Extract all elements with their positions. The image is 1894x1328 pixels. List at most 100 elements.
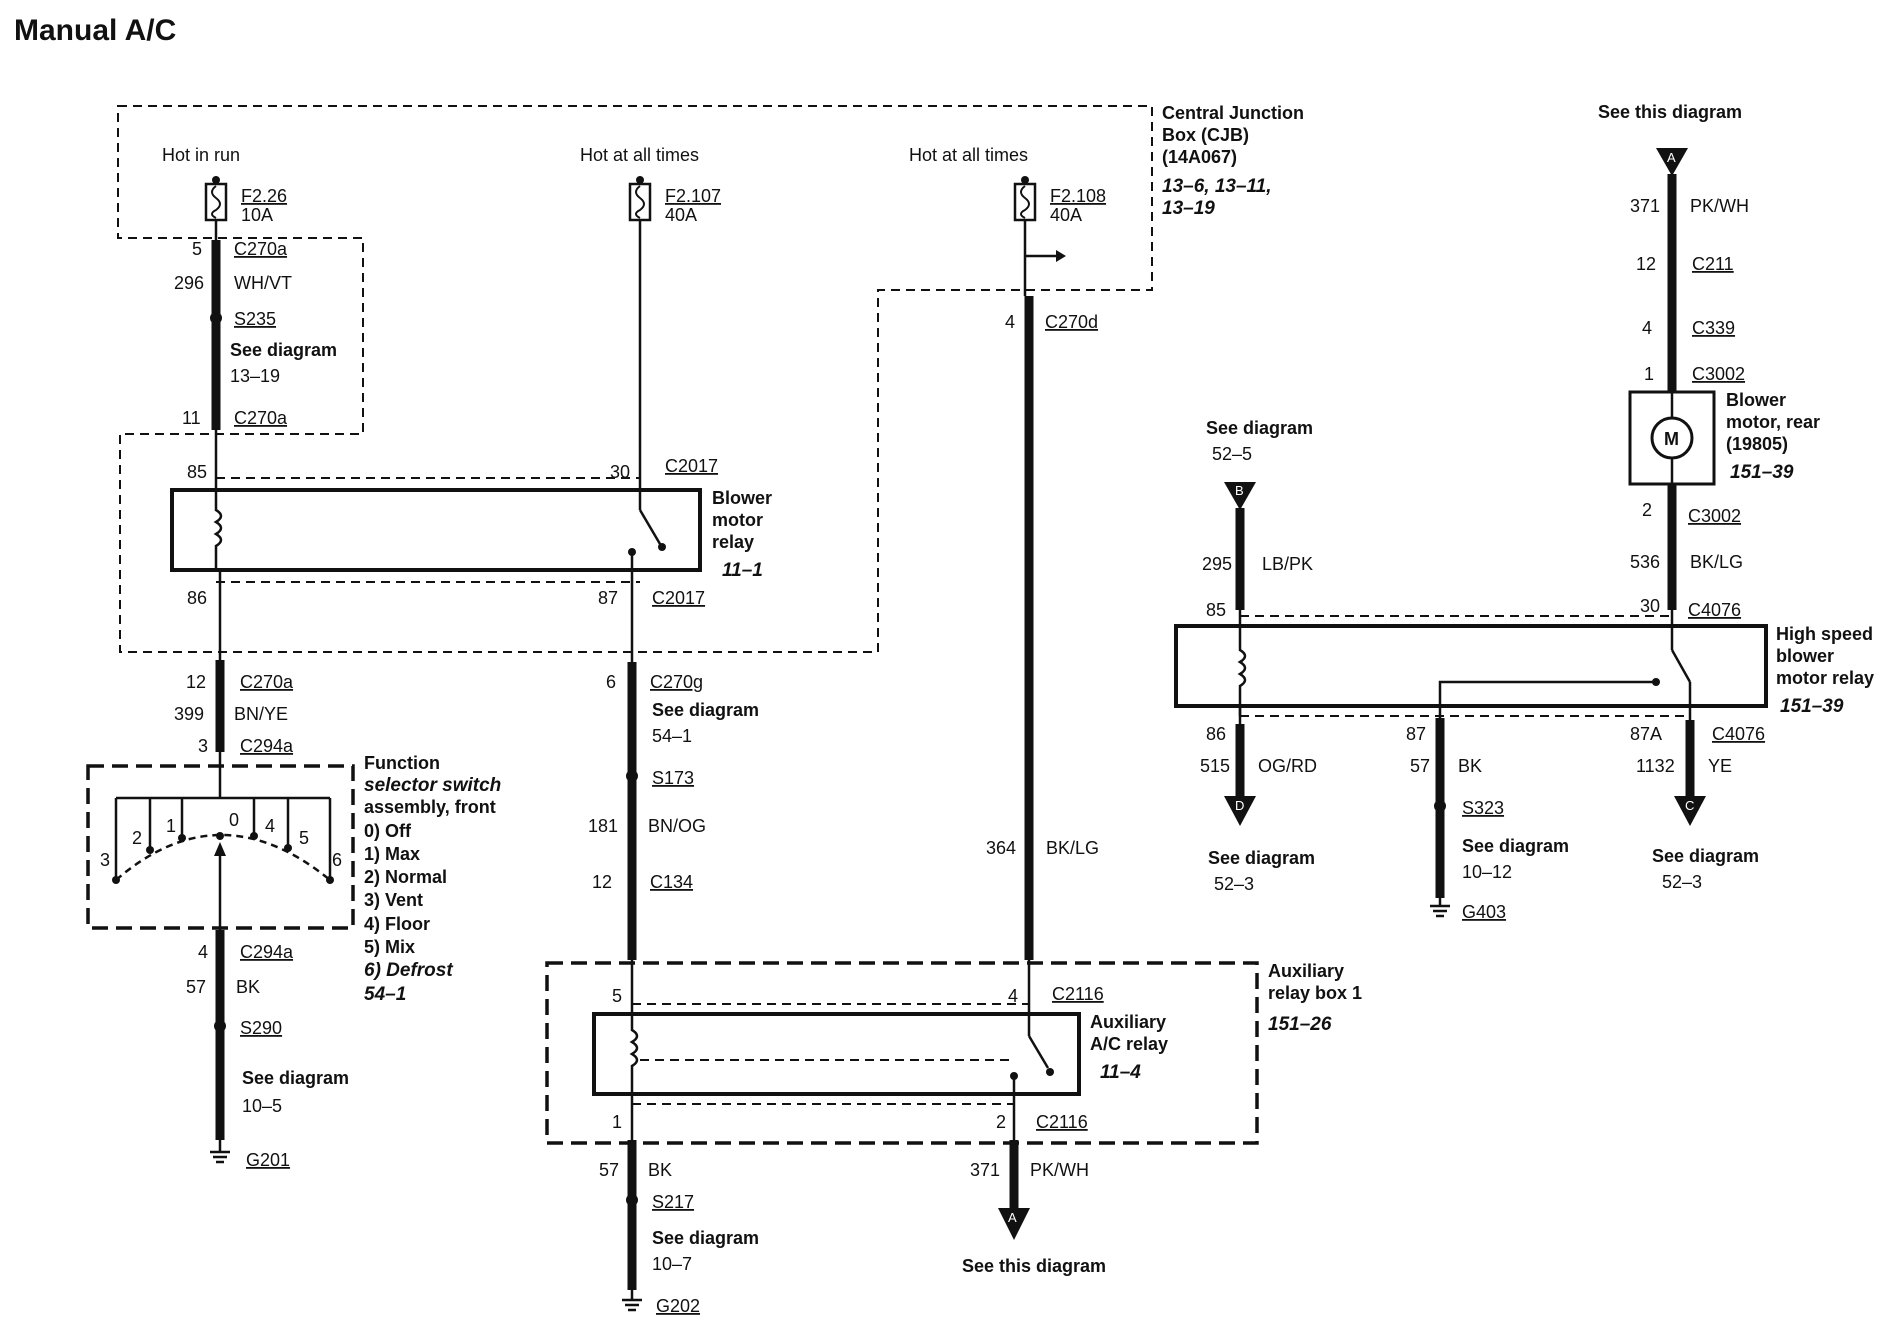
svg-text:6) Defrost: 6) Defrost [364,960,453,981]
svg-text:C2017: C2017 [652,588,705,608]
hs-relay-switch [1670,649,1692,683]
svg-text:High speed: High speed [1776,624,1873,644]
svg-text:PK/WH: PK/WH [1030,1160,1089,1180]
svg-text:A/C relay: A/C relay [1090,1034,1168,1054]
svg-text:(14A067): (14A067) [1162,147,1237,167]
auxiliary-relay-box [545,961,1259,1145]
svg-text:85: 85 [1206,600,1226,620]
svg-text:87: 87 [598,588,618,608]
splice-s173 [626,770,638,782]
svg-text:A: A [1667,150,1676,165]
svg-text:motor, rear: motor, rear [1726,412,1820,432]
hs-relay-labels: 85 30 C4076 High speed blower motor rela… [1206,596,1874,744]
svg-text:BK: BK [648,1160,672,1180]
svg-text:C2116: C2116 [1036,1112,1088,1132]
fuse-f2-107: Hot at all times F2.107 40A [580,145,721,225]
rear-lower-labels: 2 C3002 536 BK/LG [1630,500,1743,572]
blower-motor-relay [170,488,702,572]
svg-text:C2017: C2017 [665,456,718,476]
svg-text:536: 536 [1630,552,1660,572]
svg-text:515: 515 [1200,756,1230,776]
hs-relay-coil [1237,610,1247,716]
svg-text:13–19: 13–19 [230,366,280,386]
svg-text:87A: 87A [1630,724,1662,744]
svg-text:D: D [1235,798,1244,813]
splice-s323 [1434,800,1446,812]
svg-text:13–19: 13–19 [1162,198,1215,219]
svg-text:Hot at all times: Hot at all times [909,145,1028,165]
svg-text:Auxiliary: Auxiliary [1268,961,1344,981]
svg-text:151–39: 151–39 [1730,462,1794,483]
svg-text:blower: blower [1776,646,1834,666]
out-d-labels: 515 OG/RD See diagram 52–3 [1200,756,1317,894]
switch-position-digits: 3 2 1 0 4 5 6 [100,810,342,870]
svg-text:See diagram: See diagram [242,1068,349,1088]
svg-text:Box (CJB): Box (CJB) [1162,125,1249,145]
svg-text:1: 1 [1644,364,1654,384]
svg-text:S323: S323 [1462,798,1504,818]
function-switch-labels: Function selector switch assembly, front… [364,753,501,1005]
svg-text:C270d: C270d [1045,312,1098,332]
svg-text:151–39: 151–39 [1780,696,1844,717]
svg-text:1: 1 [612,1112,622,1132]
svg-text:Hot in run: Hot in run [162,145,240,165]
svg-text:5: 5 [299,828,309,848]
svg-text:relay: relay [712,532,754,552]
svg-text:5: 5 [612,986,622,1006]
svg-text:52–3: 52–3 [1214,874,1254,894]
svg-text:57: 57 [599,1160,619,1180]
aux-relay-coil [629,960,639,1116]
svg-text:selector switch: selector switch [364,775,501,796]
svg-text:C134: C134 [650,872,693,892]
connector-arrow-b [1224,482,1256,510]
svg-text:WH/VT: WH/VT [234,273,292,293]
svg-text:86: 86 [187,588,207,608]
ground-g201-symbol [210,1140,230,1164]
svg-text:B: B [1235,483,1244,498]
rear-motor-labels: Blower motor, rear (19805) 151–39 [1726,390,1820,483]
connector-arrow-c [1674,796,1706,826]
svg-text:S290: S290 [240,1018,282,1038]
svg-text:assembly, front: assembly, front [364,797,496,817]
out-c-labels: 1132 YE See diagram 52–3 [1636,756,1759,892]
svg-text:C270a: C270a [240,672,294,692]
svg-text:6: 6 [332,850,342,870]
svg-text:Auxiliary: Auxiliary [1090,1012,1166,1032]
svg-text:0) Off: 0) Off [364,821,412,841]
svg-text:2) Normal: 2) Normal [364,867,447,887]
blower-relay-labels: 85 30 C2017 Blower motor relay 11–1 86 8… [187,456,772,608]
svg-text:BK/LG: BK/LG [1046,838,1099,858]
rear-labels: 371 PK/WH 12 C211 4 C339 1 C3002 [1630,196,1749,384]
svg-text:4: 4 [198,942,208,962]
svg-text:BN/YE: BN/YE [234,704,288,724]
diagram-title: Manual A/C [14,14,176,47]
svg-text:3: 3 [198,736,208,756]
switch-contacts [112,752,334,930]
aux-out-left-labels: 57 BK S217 See diagram 10–7 G202 [599,1160,759,1316]
svg-text:40A: 40A [1050,205,1082,225]
svg-text:296: 296 [174,273,204,293]
aux-relay-switch [1027,1035,1050,1069]
ground-g202-symbol [622,1290,642,1312]
svg-text:54–1: 54–1 [364,984,406,1005]
svg-text:4) Floor: 4) Floor [364,914,430,934]
auxiliary-ac-relay [592,1012,1081,1096]
svg-text:12: 12 [592,872,612,892]
svg-text:G403: G403 [1462,902,1506,922]
high-speed-blower-relay [1174,624,1768,708]
svg-text:BN/OG: BN/OG [648,816,706,836]
svg-text:C2116: C2116 [1052,984,1104,1004]
svg-text:See diagram: See diagram [1652,846,1759,866]
svg-text:13–6, 13–11,: 13–6, 13–11, [1162,176,1272,197]
svg-text:(19805): (19805) [1726,434,1788,454]
c270d-labels: 4 C270d 364 BK/LG [986,312,1099,858]
svg-text:C270a: C270a [234,408,288,428]
aux-out-right-labels: 371 PK/WH See this diagram [962,1160,1106,1276]
svg-text:4: 4 [1008,986,1018,1006]
svg-text:4: 4 [1642,318,1652,338]
svg-text:BK: BK [236,977,260,997]
svg-text:5) Mix: 5) Mix [364,937,415,957]
svg-text:relay box 1: relay box 1 [1268,983,1362,1003]
svg-text:C294a: C294a [240,736,294,756]
svg-text:C: C [1685,798,1694,813]
